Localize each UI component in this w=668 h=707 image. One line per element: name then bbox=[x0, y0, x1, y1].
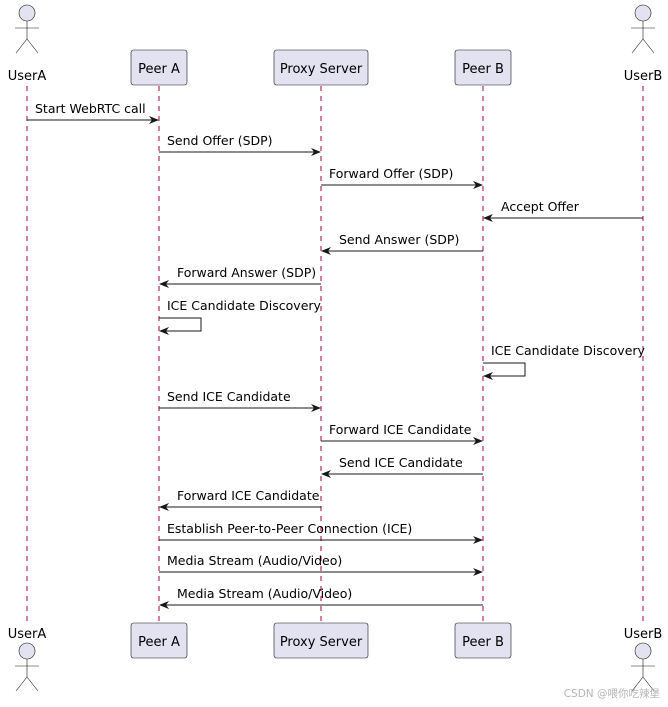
message-8-ice-candidate-discovery: ICE Candidate Discovery bbox=[483, 343, 646, 380]
message-6-forward-answer-sdp: Forward Answer (SDP) bbox=[159, 265, 321, 288]
actor-leg-right bbox=[26, 38, 39, 54]
message-label: Media Stream (Audio/Video) bbox=[167, 553, 342, 568]
actor-leg-right bbox=[26, 676, 39, 692]
participant-peera-bottom: Peer A bbox=[130, 622, 188, 659]
participant-label: Proxy Server bbox=[280, 635, 363, 650]
actor-leg-right bbox=[642, 38, 655, 54]
message-label: Send ICE Candidate bbox=[339, 455, 463, 470]
participant-label: Peer B bbox=[462, 635, 504, 650]
actor-userb-top: UserB bbox=[624, 4, 663, 84]
actor-label: UserA bbox=[8, 69, 47, 84]
message-label: ICE Candidate Discovery bbox=[491, 343, 646, 358]
actor-leg-left bbox=[631, 676, 644, 692]
message-label: Start WebRTC call bbox=[35, 101, 146, 116]
participant-box bbox=[273, 49, 369, 86]
message-label: Media Stream (Audio/Video) bbox=[177, 586, 352, 601]
message-label: Forward Answer (SDP) bbox=[177, 265, 316, 280]
actor-usera-bottom: UserA bbox=[8, 627, 47, 692]
participant-label: Proxy Server bbox=[280, 62, 363, 77]
actor-leg-left bbox=[631, 38, 644, 54]
actor-leg-left bbox=[15, 676, 28, 692]
message-12-forward-ice-candidate: Forward ICE Candidate bbox=[159, 488, 321, 511]
actor-leg-right bbox=[642, 676, 655, 692]
actor-label: UserB bbox=[624, 627, 663, 642]
message-label: Send Answer (SDP) bbox=[339, 232, 459, 247]
actor-head-icon bbox=[18, 642, 36, 660]
message-1-start-webrtc-call: Start WebRTC call bbox=[27, 101, 159, 124]
message-10-forward-ice-candidate: Forward ICE Candidate bbox=[321, 422, 483, 445]
message-label: ICE Candidate Discovery bbox=[167, 298, 322, 313]
actor-usera-top: UserA bbox=[8, 4, 47, 84]
message-4-accept-offer: Accept Offer bbox=[483, 199, 643, 222]
actor-head-icon bbox=[634, 642, 652, 660]
participant-label: Peer A bbox=[138, 635, 180, 650]
actor-userb-bottom: UserB bbox=[624, 627, 663, 692]
watermark: CSDN @喂你吃辣堡 bbox=[564, 687, 661, 700]
participant-proxy-top: Proxy Server bbox=[273, 49, 369, 86]
message-label: Forward ICE Candidate bbox=[329, 422, 472, 437]
participant-peera-top: Peer A bbox=[130, 49, 188, 86]
message-label: Send ICE Candidate bbox=[167, 389, 291, 404]
participant-peerb-top: Peer B bbox=[454, 49, 512, 86]
message-5-send-answer-sdp: Send Answer (SDP) bbox=[321, 232, 483, 255]
message-label: Send Offer (SDP) bbox=[167, 133, 273, 148]
message-arrow bbox=[483, 362, 526, 380]
message-label: Forward Offer (SDP) bbox=[329, 166, 453, 181]
participant-box bbox=[273, 622, 369, 659]
message-14-media-stream-audio-video: Media Stream (Audio/Video) bbox=[159, 553, 483, 576]
actor-label: UserB bbox=[624, 69, 663, 84]
message-label: Forward ICE Candidate bbox=[177, 488, 320, 503]
participant-box bbox=[454, 49, 512, 86]
message-2-send-offer-sdp: Send Offer (SDP) bbox=[159, 133, 321, 156]
participant-label: Peer B bbox=[462, 62, 504, 77]
message-label: Establish Peer-to-Peer Connection (ICE) bbox=[167, 521, 412, 536]
message-13-establish-peer-to-peer-connection-ice: Establish Peer-to-Peer Connection (ICE) bbox=[159, 521, 483, 544]
participant-label: Peer A bbox=[138, 62, 180, 77]
participant-proxy-bottom: Proxy Server bbox=[273, 622, 369, 659]
message-9-send-ice-candidate: Send ICE Candidate bbox=[159, 389, 321, 412]
message-11-send-ice-candidate: Send ICE Candidate bbox=[321, 455, 483, 478]
actor-leg-left bbox=[15, 38, 28, 54]
actor-head-icon bbox=[18, 4, 36, 22]
message-label: Accept Offer bbox=[501, 199, 580, 214]
actor-head-icon bbox=[634, 4, 652, 22]
participant-box bbox=[130, 49, 188, 86]
message-3-forward-offer-sdp: Forward Offer (SDP) bbox=[321, 166, 483, 189]
actor-label: UserA bbox=[8, 627, 47, 642]
participant-box bbox=[130, 622, 188, 659]
participant-peerb-bottom: Peer B bbox=[454, 622, 512, 659]
message-7-ice-candidate-discovery: ICE Candidate Discovery bbox=[159, 298, 322, 335]
message-15-media-stream-audio-video: Media Stream (Audio/Video) bbox=[159, 586, 483, 609]
participant-box bbox=[454, 622, 512, 659]
message-arrow bbox=[159, 317, 202, 335]
